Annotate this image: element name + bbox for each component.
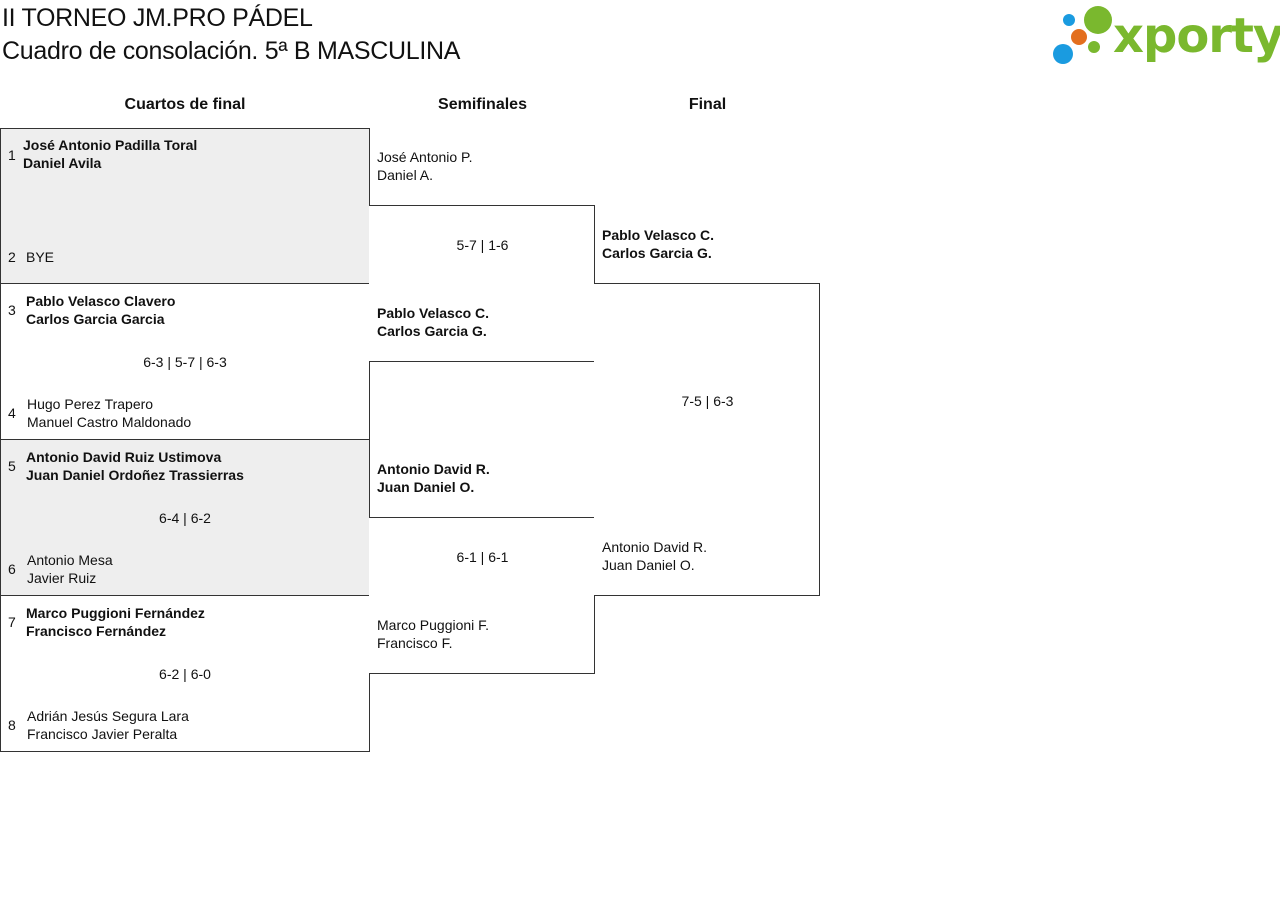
match-score: 6-2 | 6-0: [159, 666, 211, 682]
player-name: Carlos Garcia G.: [377, 323, 487, 339]
player-name: Francisco Fernández: [26, 623, 167, 639]
player-name: Manuel Castro Maldonado: [27, 414, 192, 430]
player-name: Marco Puggioni Fernández: [26, 605, 205, 621]
seed-number: 3: [8, 302, 16, 318]
player-name: Pablo Velasco C.: [602, 227, 715, 243]
final-bracket: [594, 283, 820, 596]
round-heading-quarters: Cuartos de final: [124, 96, 246, 113]
player-name: Antonio Mesa: [27, 552, 113, 568]
logo-text: xporty: [1113, 8, 1280, 64]
semifinal-bracket-2: [369, 517, 595, 674]
logo-dot-blue: [1053, 44, 1073, 64]
team-pair: José Antonio Padilla Toral Daniel Avila: [23, 136, 197, 172]
logo-dot-green-small: [1088, 41, 1100, 53]
team-pair: Antonio Mesa Javier Ruiz: [27, 551, 113, 587]
semifinal-bracket-1: [369, 205, 595, 362]
team-pair: Hugo Perez Trapero Manuel Castro Maldona…: [27, 395, 191, 431]
round-heading-semis: Semifinales: [438, 96, 527, 113]
player-name: Pablo Velasco C.: [377, 305, 490, 321]
xporty-logo: xporty: [1050, 4, 1280, 68]
round-heading-final: Final: [688, 96, 727, 113]
player-name: Juan Daniel Ordoñez Trassierras: [26, 467, 244, 483]
logo-dot-green: [1084, 6, 1112, 34]
quarterfinal-match-1: 1 José Antonio Padilla Toral Daniel Avil…: [0, 128, 370, 284]
team-pair: Adrián Jesús Segura Lara Francisco Javie…: [27, 707, 189, 743]
draw-subtitle: Cuadro de consolación. 5ª B MASCULINA: [2, 37, 461, 65]
seed-number: 1: [8, 147, 16, 163]
quarterfinal-match-2: 3 Pablo Velasco Clavero Carlos Garcia Ga…: [0, 283, 370, 440]
player-name: Javier Ruiz: [27, 570, 97, 586]
player-name: Daniel Avila: [23, 155, 102, 171]
seed-number: 5: [8, 458, 16, 474]
player-name: Antonio David Ruiz Ustimova: [26, 449, 222, 465]
player-name: Francisco Javier Peralta: [27, 726, 178, 742]
match-score: 7-5 | 6-3: [681, 393, 734, 409]
team-pair: Antonio David R. Juan Daniel O.: [602, 538, 707, 574]
match-score: 6-3 | 5-7 | 6-3: [143, 354, 227, 370]
player-name: Carlos Garcia Garcia: [26, 311, 165, 327]
team-pair: BYE: [26, 248, 54, 266]
player-name: Hugo Perez Trapero: [27, 396, 154, 412]
team-pair: Marco Puggioni F. Francisco F.: [377, 616, 489, 652]
team-pair: Pablo Velasco Clavero Carlos Garcia Garc…: [26, 292, 175, 328]
seed-number: 8: [8, 717, 16, 733]
team-pair: Marco Puggioni Fernández Francisco Ferná…: [26, 604, 205, 640]
player-name: BYE: [26, 249, 55, 265]
team-pair: Pablo Velasco C. Carlos Garcia G.: [377, 304, 489, 340]
player-name: Antonio David R.: [377, 461, 490, 477]
player-name: Juan Daniel O.: [602, 557, 695, 573]
team-pair: Antonio David R. Juan Daniel O.: [377, 460, 490, 496]
player-name: José Antonio P.: [377, 149, 473, 165]
seed-number: 6: [8, 561, 16, 577]
seed-number: 7: [8, 614, 16, 630]
seed-number: 4: [8, 405, 16, 421]
logo-dot-blue-small: [1063, 14, 1075, 26]
player-name: Carlos Garcia G.: [602, 245, 712, 261]
tournament-title: II TORNEO JM.PRO PÁDEL: [2, 4, 313, 32]
seed-number: 2: [8, 249, 16, 265]
player-name: José Antonio Padilla Toral: [23, 137, 198, 153]
quarterfinal-match-4: 7 Marco Puggioni Fernández Francisco Fer…: [0, 595, 370, 752]
team-pair: Pablo Velasco C. Carlos Garcia G.: [602, 226, 714, 262]
match-score: 5-7 | 1-6: [456, 237, 509, 253]
player-name: Adrián Jesús Segura Lara: [27, 708, 189, 724]
player-name: Francisco F.: [377, 635, 453, 651]
team-pair: Antonio David Ruiz Ustimova Juan Daniel …: [26, 448, 244, 484]
match-score: 6-4 | 6-2: [159, 510, 211, 526]
player-name: Pablo Velasco Clavero: [26, 293, 176, 309]
team-pair: José Antonio P. Daniel A.: [377, 148, 472, 184]
player-name: Juan Daniel O.: [377, 479, 475, 495]
player-name: Antonio David R.: [602, 539, 708, 555]
player-name: Marco Puggioni F.: [377, 617, 490, 633]
quarterfinal-match-3: 5 Antonio David Ruiz Ustimova Juan Danie…: [0, 439, 370, 596]
player-name: Daniel A.: [377, 167, 434, 183]
match-score: 6-1 | 6-1: [456, 549, 509, 565]
logo-dot-orange: [1071, 29, 1087, 45]
